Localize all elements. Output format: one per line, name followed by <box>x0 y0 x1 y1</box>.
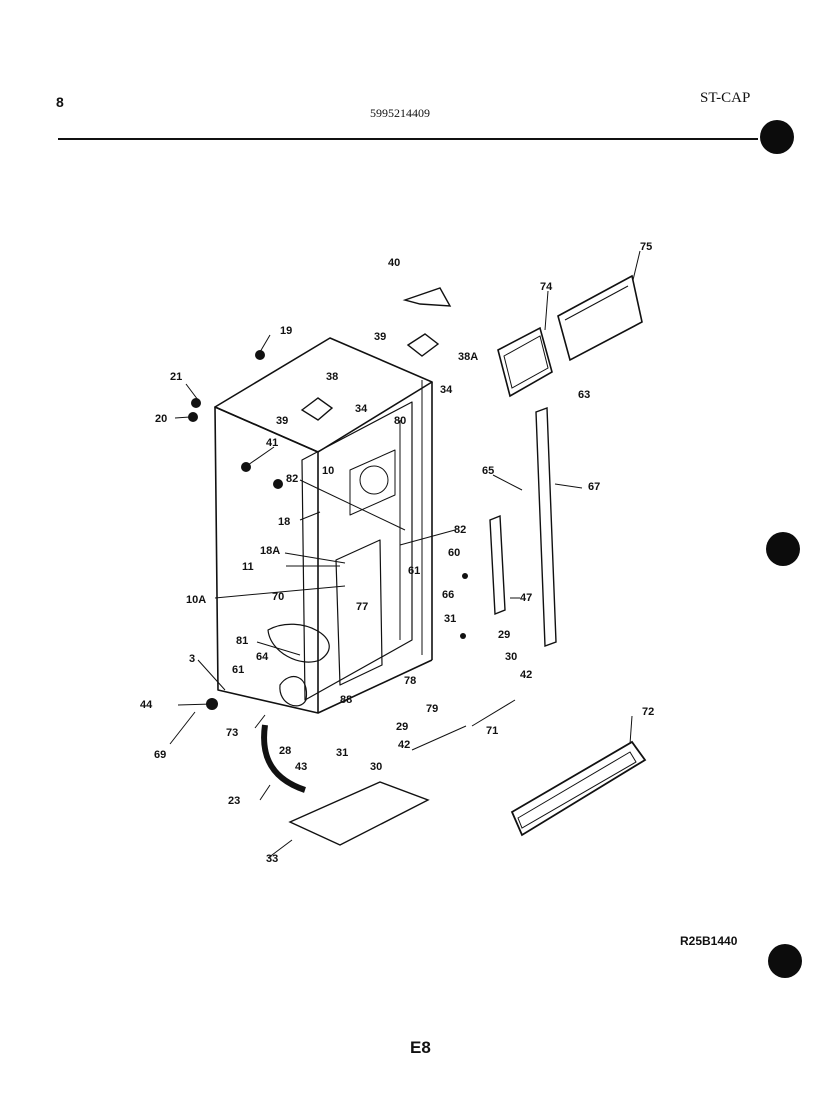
callout-27: 10A <box>186 594 206 606</box>
model-code: ST-CAP <box>700 90 751 106</box>
callout-37: 61 <box>232 664 244 676</box>
callout-52: 23 <box>228 795 240 807</box>
callout-19: 18 <box>278 516 290 528</box>
callout-1: 75 <box>640 241 652 253</box>
page-code: E8 <box>410 1038 431 1057</box>
callout-18: 67 <box>588 481 600 493</box>
control-board <box>335 539 383 686</box>
callout-4: 39 <box>374 331 386 343</box>
callout-26: 47 <box>520 592 532 604</box>
callout-17: 65 <box>482 465 494 477</box>
callout-40: 88 <box>340 694 352 706</box>
header-rule <box>58 138 758 140</box>
callout-36: 42 <box>520 669 532 681</box>
callout-24: 61 <box>408 565 420 577</box>
callout-30: 31 <box>444 613 456 625</box>
callout-53: 33 <box>266 853 278 865</box>
callout-7: 38 <box>326 371 338 383</box>
part-number: 5995214409 <box>370 106 430 120</box>
callout-45: 72 <box>642 706 654 718</box>
part-33-pan <box>288 781 430 846</box>
part-23-hose <box>261 724 306 793</box>
callout-22: 60 <box>448 547 460 559</box>
callout-51: 30 <box>370 761 382 773</box>
callout-39: 44 <box>140 699 153 711</box>
callout-21: 18A <box>260 545 280 557</box>
callout-2: 74 <box>540 281 553 293</box>
callout-47: 28 <box>279 745 291 757</box>
cabinet-left-side <box>214 406 319 714</box>
callout-25: 77 <box>356 601 368 613</box>
callout-34: 3 <box>189 653 195 665</box>
part-74-panel <box>497 326 553 398</box>
drawing-code: R25B1440 <box>680 934 738 948</box>
callout-31: 29 <box>498 629 510 641</box>
callout-29: 66 <box>442 589 454 601</box>
callout-43: 73 <box>226 727 238 739</box>
callout-13: 80 <box>394 415 406 427</box>
callout-0: 40 <box>388 257 400 269</box>
binder-hole-bottom <box>768 944 802 978</box>
callout-16: 82 <box>286 473 298 485</box>
part-40-deflector <box>402 287 452 307</box>
callout-10: 20 <box>155 413 167 425</box>
callout-32: 81 <box>236 635 248 647</box>
callout-23: 11 <box>242 561 254 573</box>
callout-50: 43 <box>295 761 307 773</box>
callout-5: 38A <box>458 351 478 363</box>
cabinet-top <box>214 337 433 453</box>
part-72-grille <box>510 740 647 837</box>
callout-28: 70 <box>272 591 284 603</box>
callout-20: 82 <box>454 524 466 536</box>
callout-44: 29 <box>396 721 408 733</box>
callout-49: 42 <box>398 739 410 751</box>
callout-14: 41 <box>266 437 278 449</box>
callout-3: 19 <box>280 325 292 337</box>
callout-9: 63 <box>578 389 590 401</box>
callout-33: 30 <box>505 651 517 663</box>
callout-42: 71 <box>486 725 498 737</box>
callout-11: 39 <box>276 415 288 427</box>
part-38a-hinge <box>406 333 440 357</box>
part-75-panel <box>557 274 643 362</box>
cabinet-liner <box>301 401 413 701</box>
callout-8: 34 <box>440 384 453 396</box>
callout-41: 79 <box>426 703 438 715</box>
binder-hole-top <box>760 120 794 154</box>
callout-38: 78 <box>404 675 416 687</box>
callout-6: 21 <box>170 371 182 383</box>
callout-12: 34 <box>355 403 368 415</box>
page-number: 8 <box>56 94 64 110</box>
callout-46: 69 <box>154 749 166 761</box>
callout-48: 31 <box>336 747 348 759</box>
part-47-channel <box>489 514 506 616</box>
part-38-hinge <box>300 397 334 421</box>
callout-35: 64 <box>256 651 269 663</box>
binder-hole-middle <box>766 532 800 566</box>
callout-15: 10 <box>322 465 334 477</box>
part-67-strip <box>535 407 557 647</box>
